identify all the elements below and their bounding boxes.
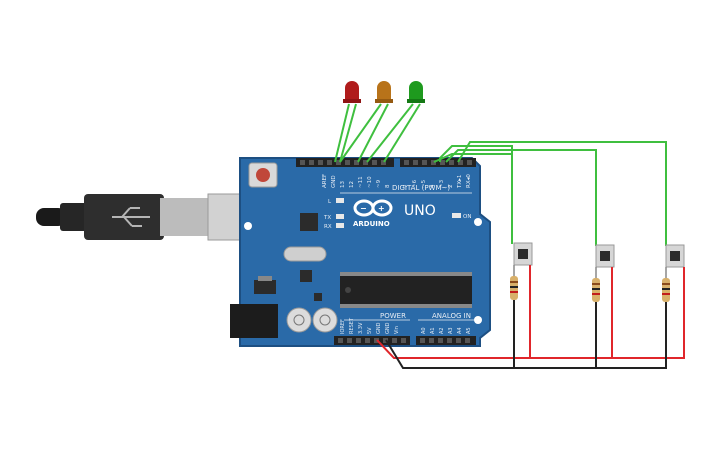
capacitor	[312, 307, 338, 333]
pin-label: ~5	[421, 179, 427, 188]
pin-label: GND	[385, 322, 391, 334]
pin-label: A5	[466, 327, 472, 334]
led-tx-label: TX	[323, 215, 331, 221]
logo-minus: −	[360, 204, 367, 213]
on-label: ON	[463, 214, 471, 220]
push-button[interactable]	[665, 244, 685, 268]
usb-chip	[300, 213, 318, 231]
pin-label: Vin	[394, 326, 400, 334]
pin-label: ~9	[376, 179, 382, 188]
ground-wires[interactable]	[385, 300, 667, 369]
pin-label: A2	[439, 327, 445, 334]
arduino-board[interactable]: AREF GND 13 12 ~11 ~10 ~9 8 7 ~6 ~5 4 ~3…	[230, 157, 491, 347]
digital-header-2[interactable]	[400, 158, 476, 167]
crystal	[283, 246, 327, 262]
green-led[interactable]	[407, 81, 425, 103]
push-button[interactable]	[595, 244, 615, 268]
pin-label: ~6	[412, 179, 418, 188]
pin-label: AREF	[322, 174, 328, 188]
pin-label: 7	[403, 184, 409, 188]
power-header[interactable]	[334, 336, 410, 345]
pin-label: GND	[331, 175, 337, 188]
digital-label: DIGITAL (PWM~)	[392, 184, 450, 192]
capacitor	[286, 307, 312, 333]
power-wires[interactable]	[376, 265, 685, 359]
analog-label: ANALOG IN	[432, 312, 471, 320]
pin-label: IOREF	[340, 319, 346, 334]
pin-label: A1	[430, 327, 436, 334]
red-led[interactable]	[343, 81, 361, 103]
brand-label: ARDUINO	[353, 220, 390, 228]
led-rx-label: RX	[324, 224, 332, 230]
pin-label: 3.3V	[358, 322, 364, 334]
usb-cable[interactable]	[36, 193, 275, 241]
pin-label: RX◂0	[466, 174, 472, 188]
led-wires[interactable]	[334, 103, 421, 163]
power-label: POWER	[380, 312, 406, 320]
usb-icon	[112, 207, 150, 227]
button-signal-wires[interactable]	[433, 141, 667, 246]
pin-label: ~3	[439, 179, 445, 188]
pin-label: 12	[349, 181, 355, 188]
pin-label: A3	[448, 327, 454, 334]
arduino-logo-icon	[353, 199, 393, 217]
analog-header[interactable]	[416, 336, 476, 345]
push-button[interactable]	[513, 242, 533, 266]
dc-jack[interactable]	[230, 304, 278, 338]
microcontroller	[340, 276, 472, 304]
led-l-label: L	[328, 199, 332, 205]
logo-plus: +	[378, 204, 385, 213]
pin-label: A0	[421, 327, 427, 334]
pin-label: RESET	[349, 317, 355, 334]
regulator	[254, 280, 276, 294]
pin-label: ~11	[358, 176, 364, 188]
model-label: UNO	[404, 203, 436, 219]
pin-label: A4	[457, 327, 463, 334]
pin-label: 13	[340, 181, 346, 188]
pin-label: 4	[430, 184, 436, 188]
amber-led[interactable]	[375, 81, 393, 103]
pin-label: GND	[376, 322, 382, 334]
pin-label: 8	[385, 184, 391, 188]
pin-label: ~10	[367, 176, 373, 188]
pin-label: 5V	[367, 327, 373, 334]
pin-label: 2	[448, 185, 454, 189]
pin-label: TX▸1	[457, 175, 463, 189]
